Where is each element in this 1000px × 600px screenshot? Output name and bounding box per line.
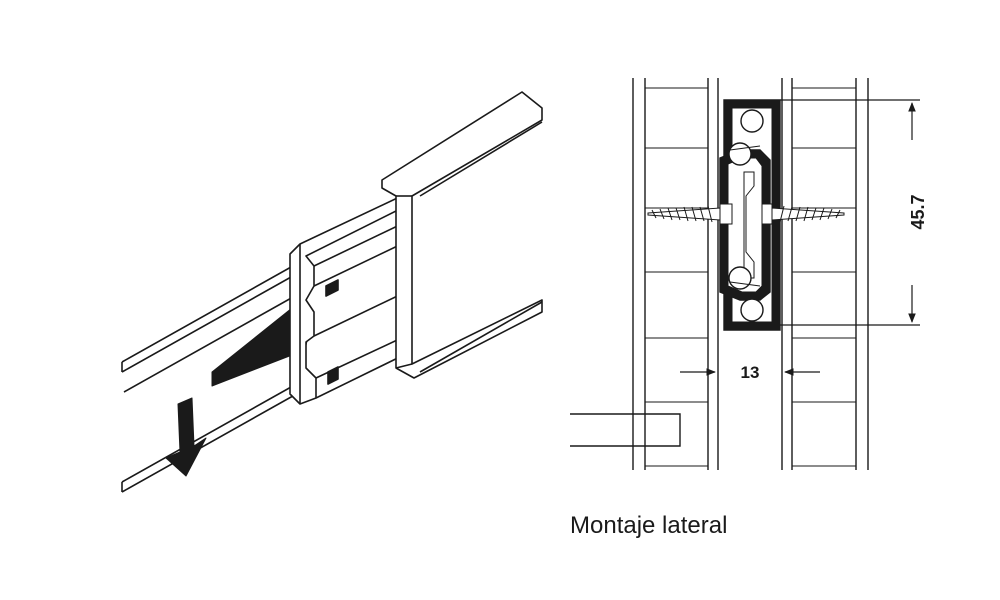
inner-rail xyxy=(121,261,303,493)
ball-bearing xyxy=(740,298,764,322)
slide-profile-section xyxy=(719,99,781,331)
rail-notch xyxy=(325,279,339,297)
dimension-label-height: 45.7 xyxy=(908,194,928,229)
cross-section-view xyxy=(570,78,920,470)
outer-rail xyxy=(381,91,543,379)
cabinet-side-wall xyxy=(632,78,719,470)
push-down-arrow xyxy=(165,397,207,477)
intermediate-rail xyxy=(289,191,411,405)
height-dimension xyxy=(780,99,920,326)
diagram-caption: Montaje lateral xyxy=(570,512,728,539)
ball-bearing xyxy=(728,266,752,290)
rail-notch xyxy=(327,366,339,385)
drawer-side-wall xyxy=(781,78,869,470)
ball-bearing xyxy=(728,142,752,166)
ball-bearing xyxy=(740,109,764,133)
cabinet-bottom-board xyxy=(570,413,681,447)
mounting-screws xyxy=(647,203,845,225)
dimension-label-gap: 13 xyxy=(741,363,760,382)
slide-perspective-view xyxy=(121,91,543,493)
